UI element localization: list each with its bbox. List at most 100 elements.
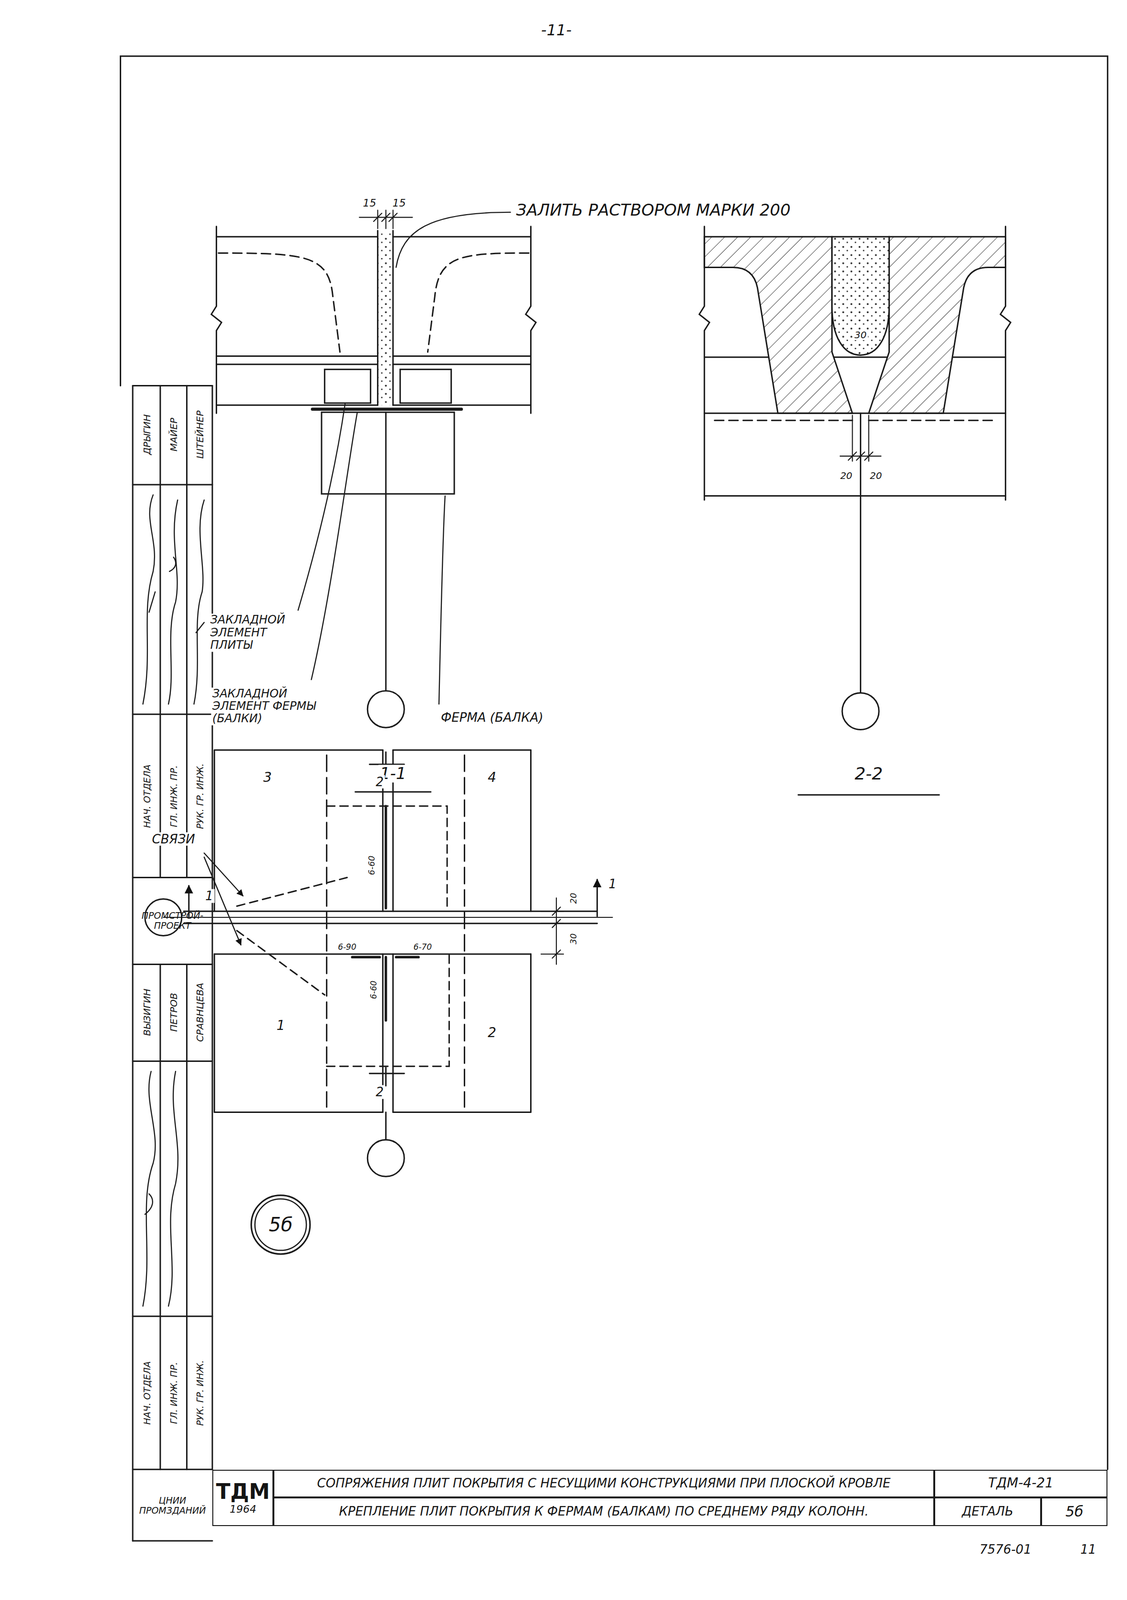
leader-line <box>311 412 358 680</box>
drawing-line <box>704 236 853 414</box>
callout-text: СВЯЗИ <box>150 832 197 846</box>
detail-callout-text: 5б <box>268 1214 293 1236</box>
sheet-title: СОПРЯЖЕНИЯ ПЛИТ ПОКРЫТИЯ С НЕСУЩИМИ КОНС… <box>273 1470 934 1498</box>
dimension: 30 <box>853 329 868 341</box>
drawing-line <box>326 755 465 1108</box>
sheet-number: 11 <box>1078 1542 1098 1557</box>
dimension: 20 <box>568 891 579 906</box>
dimension: 15 <box>391 197 408 209</box>
sheet-frame <box>120 56 1108 1471</box>
drawing-line <box>163 917 613 919</box>
detail-number-text: 5б <box>1065 1503 1084 1520</box>
drawing-line <box>385 412 387 691</box>
slab-number: 4 <box>486 770 498 786</box>
dimension: 30 <box>568 932 579 947</box>
detail-number: 5б <box>1041 1497 1108 1527</box>
weld-mark: 6-60 <box>369 979 379 1002</box>
drawing-line <box>236 877 347 996</box>
leader-line <box>438 496 446 705</box>
side-stamp <box>132 386 213 1542</box>
sheet-title-text: СОПРЯЖЕНИЯ ПЛИТ ПОКРЫТИЯ С НЕСУЩИМИ КОНС… <box>317 1476 891 1491</box>
drawing-line <box>216 356 532 365</box>
drawing-line <box>324 369 371 404</box>
stamp-organisation: ЦНИИ ПРОМЗДАНИЙ <box>132 1495 213 1516</box>
leader-line <box>396 212 511 268</box>
signature <box>194 500 205 705</box>
stamp-organisation: ПРОМСТРОЙ- ПРОЕКТ <box>132 910 213 931</box>
stamp-role: ГЛ. ИНЖ. ПР. <box>168 1361 179 1427</box>
stamp-role: РУК. ГР. ИНЖ. <box>195 1359 206 1429</box>
circle-outline <box>251 1195 311 1255</box>
signature <box>168 500 178 705</box>
drawing-line <box>214 750 531 1113</box>
dimension: 20 <box>868 470 884 481</box>
slab-number: 3 <box>261 770 274 786</box>
drawing-line <box>385 1112 387 1141</box>
drawing-line <box>367 1139 405 1177</box>
drawing-line <box>132 386 187 1542</box>
detail-callout: 5б <box>250 1194 312 1256</box>
drawing-line <box>400 369 452 404</box>
drawing-line <box>326 806 450 1067</box>
drawing-line <box>704 356 1006 358</box>
dimension: 15 <box>361 197 378 209</box>
drawing-line <box>216 236 532 238</box>
drawing-line <box>832 236 890 355</box>
slab-number: 1 <box>274 1018 287 1034</box>
stamp-name: СРАВНЦЕВА <box>194 981 206 1044</box>
plan-view <box>145 750 613 1177</box>
section-mark: 2 <box>374 775 386 790</box>
signature <box>143 1071 156 1307</box>
archive-number: 7576-01 <box>978 1542 1034 1557</box>
section-title: 2-2 <box>853 764 885 784</box>
series-code: ТДМ-4-21 <box>934 1470 1108 1498</box>
drawing-line <box>312 407 462 411</box>
section-mark: 1 <box>203 889 215 904</box>
stamp-role: ГЛ. ИНЖ. ПР. <box>168 763 179 829</box>
stamp-role: НАЧ. ОТДЕЛА <box>142 1360 153 1427</box>
note-text: ЗАЛИТЬ РАСТВОРОМ МАРКИ 200 <box>514 201 793 220</box>
drawing-line <box>842 692 879 730</box>
section-mark: 1 <box>606 877 618 892</box>
leader-line <box>204 857 241 946</box>
drawing-line <box>704 413 1006 496</box>
drawing-line <box>377 232 394 406</box>
drawing-line <box>216 404 532 407</box>
slab-number: 2 <box>486 1025 498 1041</box>
circle-outline <box>254 1199 307 1251</box>
section-1-1 <box>211 210 536 793</box>
drawing-line <box>218 252 529 352</box>
stamp-name: ПЕТРОВ <box>168 991 179 1034</box>
dimension: 20 <box>838 470 854 481</box>
stamp-name: ВЫЗИГИН <box>141 987 153 1038</box>
drawing-line <box>352 806 419 1021</box>
weld-mark: 6-70 <box>411 942 434 952</box>
leader-line <box>298 404 345 611</box>
section-2-2 <box>699 226 1012 795</box>
stamp-name: МАЙЕР <box>168 416 179 454</box>
stamp-name: ШТЕЙНЕР <box>194 409 206 461</box>
signature <box>143 494 156 705</box>
drawing-line <box>840 415 882 462</box>
drawing-line <box>699 226 1012 501</box>
drawing-line <box>714 419 996 422</box>
drawing-line <box>120 56 1108 1542</box>
drawing-line <box>596 879 598 917</box>
drawing-line <box>214 750 531 1113</box>
weld-mark: 6-90 <box>336 942 358 952</box>
drawing-line <box>211 226 536 414</box>
drawing-line <box>541 897 564 965</box>
drawing-line <box>798 794 940 796</box>
detail-caption: ДЕТАЛЬ <box>934 1497 1042 1527</box>
page-number: -11- <box>539 22 574 40</box>
publisher-stamp-text: 1964 <box>229 1503 257 1516</box>
drawing-line <box>359 210 413 230</box>
drawing-line <box>369 1067 405 1086</box>
publisher-stamp-text: ТДМ <box>216 1480 271 1504</box>
sheet-subtitle: КРЕПЛЕНИЕ ПЛИТ ПОКРЫТИЯ К ФЕРМАМ (БАЛКАМ… <box>273 1497 934 1527</box>
signature <box>168 1071 178 1307</box>
callout-text: ЗАКЛАДНОЙ ЭЛЕМЕНТ ПЛИТЫ <box>208 614 306 652</box>
sheet-subtitle-text: КРЕПЛЕНИЕ ПЛИТ ПОКРЫТИЯ К ФЕРМАМ (БАЛКАМ… <box>339 1504 869 1519</box>
drawing-line <box>377 230 394 406</box>
